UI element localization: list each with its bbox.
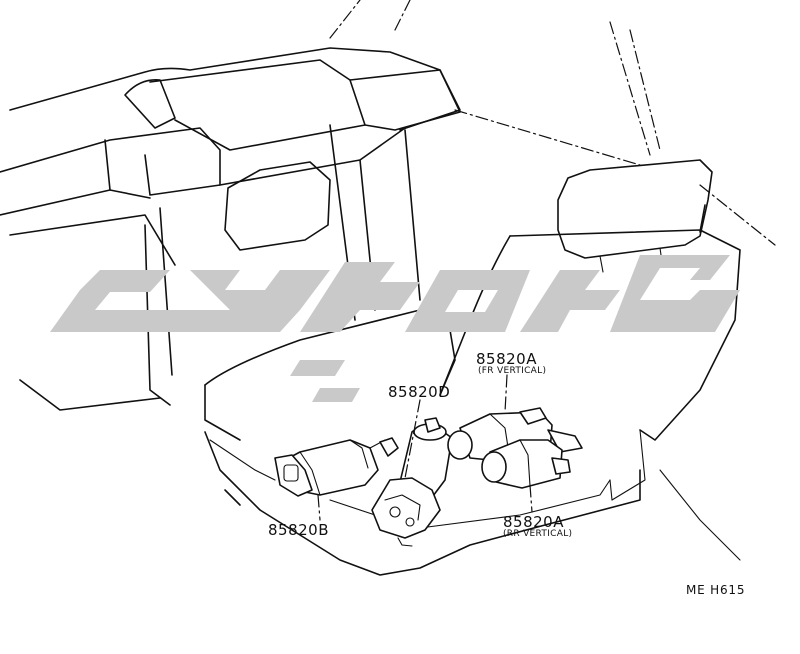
instrument-panel: [0, 0, 776, 411]
leader-lines: [317, 374, 533, 521]
drawing-code: ME H615: [686, 583, 745, 597]
watermark-logo: [50, 255, 740, 402]
rr-vertical-part-label: 85820A: [503, 513, 564, 531]
rear-vertical-motor: [481, 439, 571, 489]
slide-motor-label: 85820B: [268, 521, 329, 539]
reclining-motor-label: 85820D: [388, 383, 450, 401]
fr-vertical-part-label: 85820A: [476, 350, 537, 368]
reclining-motor: [371, 417, 453, 547]
rr-vertical-note: (RR VERTICAL): [503, 529, 572, 539]
fr-vertical-note: (FR VERTICAL): [478, 366, 546, 376]
slide-motor: [274, 437, 399, 497]
front-seat: [204, 159, 741, 576]
